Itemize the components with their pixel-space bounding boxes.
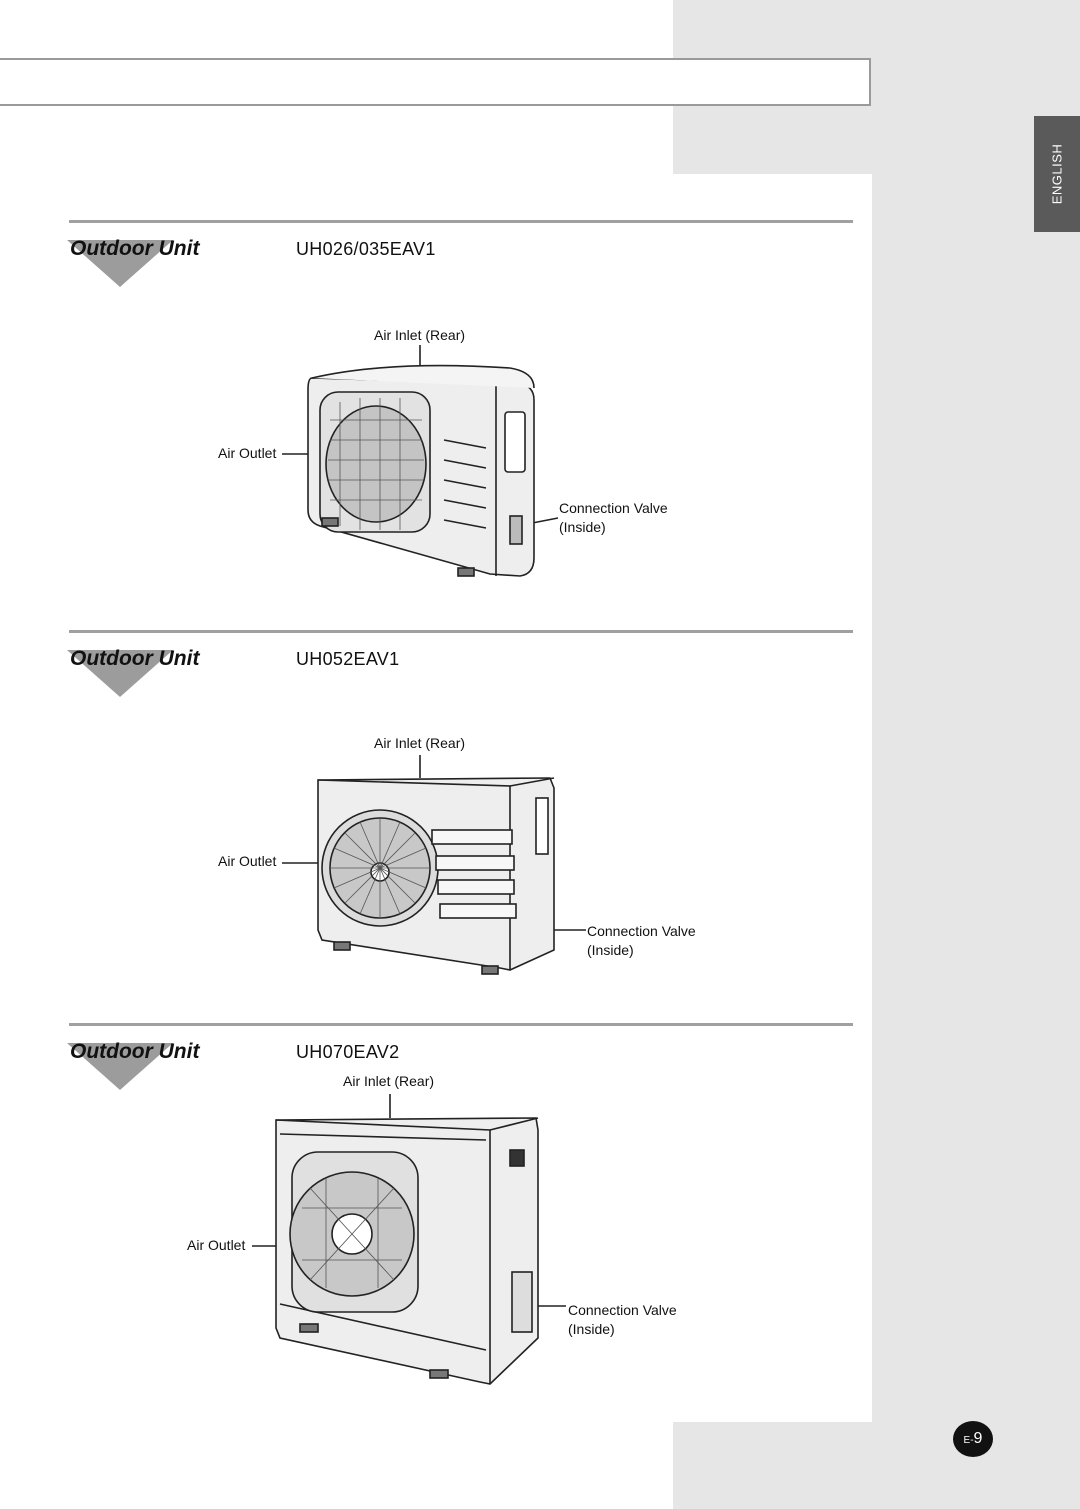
section-rule xyxy=(69,630,853,633)
section-rule xyxy=(69,220,853,223)
air-inlet-label: Air Inlet (Rear) xyxy=(343,1073,435,1089)
connection-valve-note: (Inside) xyxy=(559,519,606,535)
air-outlet-label: Air Outlet xyxy=(218,853,277,869)
outdoor-unit-illustration-2 xyxy=(282,755,586,975)
model-number: UH026/035EAV1 xyxy=(296,239,436,259)
section-marker-icon xyxy=(67,650,173,697)
header-box xyxy=(0,58,871,106)
connection-valve-label: Connection Valve xyxy=(568,1302,677,1318)
air-outlet-label: Air Outlet xyxy=(218,445,277,461)
section-marker-icon xyxy=(67,240,173,287)
section-title: Outdoor Unit xyxy=(70,647,200,670)
model-number: UH070EAV2 xyxy=(296,1042,400,1062)
air-inlet-label: Air Inlet (Rear) xyxy=(374,327,466,343)
air-outlet-label: Air Outlet xyxy=(187,1237,246,1253)
section-marker-icon xyxy=(67,1043,173,1090)
outdoor-unit-illustration-1 xyxy=(282,345,559,577)
language-tab: ENGLISH xyxy=(1034,116,1080,232)
connection-valve-label: Connection Valve xyxy=(587,923,696,939)
air-inlet-label: Air Inlet (Rear) xyxy=(374,735,466,751)
outdoor-unit-illustration-3 xyxy=(252,1094,566,1385)
connection-valve-note: (Inside) xyxy=(587,942,634,958)
connection-valve-label: Connection Valve xyxy=(559,500,668,516)
section-title: Outdoor Unit xyxy=(70,1040,200,1063)
page-number: E-9 xyxy=(953,1421,993,1457)
connection-valve-note: (Inside) xyxy=(568,1321,615,1337)
model-number: UH052EAV1 xyxy=(296,649,400,669)
language-tab-label: ENGLISH xyxy=(1049,143,1065,205)
section-title: Outdoor Unit xyxy=(70,237,200,260)
section-rule xyxy=(69,1023,853,1026)
